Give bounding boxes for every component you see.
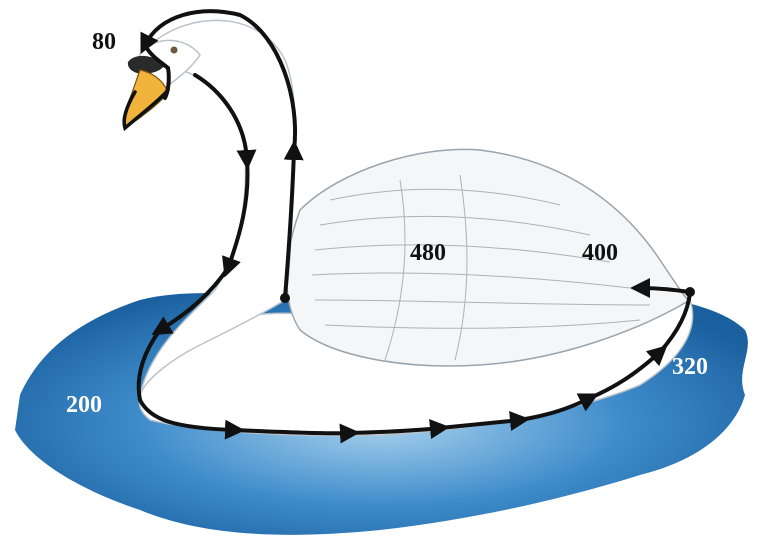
path-tail-dot <box>685 287 695 297</box>
swan-eye <box>171 47 178 54</box>
label-320: 320 <box>672 355 708 379</box>
label-400: 400 <box>582 241 618 265</box>
label-480: 480 <box>410 241 446 265</box>
label-80: 80 <box>92 30 116 54</box>
label-200: 200 <box>66 393 102 417</box>
path-start-dot <box>280 293 290 303</box>
